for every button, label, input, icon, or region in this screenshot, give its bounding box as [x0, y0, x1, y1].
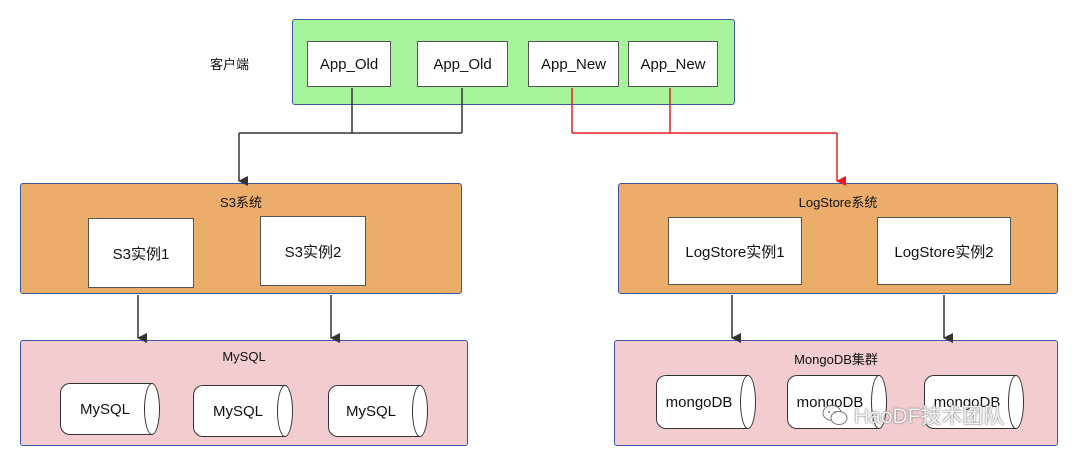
mysql-node-2-label: MySQL	[212, 402, 263, 420]
watermark: HaoDF技术团队	[822, 400, 1005, 430]
mongodb-node-3-label: mongoDB	[933, 393, 1001, 411]
client-label: 客户端	[210, 57, 250, 72]
logstore-instance-1: LogStore实例1	[668, 217, 802, 285]
app-new-1: App_New	[528, 41, 619, 87]
mongodb-node-3: mongoDB	[924, 375, 1024, 429]
mysql-node-1: MySQL	[60, 383, 160, 435]
s3-instance-1: S3实例1	[88, 218, 194, 288]
s3-system-title: S3系统	[220, 195, 262, 210]
mysql-group-title: MySQL	[222, 349, 266, 364]
app-old-2: App_Old	[417, 41, 508, 87]
s3-instance-2: S3实例2	[260, 216, 366, 286]
watermark-text: HaoDF技术团队	[854, 405, 1005, 428]
mysql-node-3: MySQL	[328, 385, 428, 437]
mongodb-node-2-label: mongoDB	[796, 393, 864, 411]
mysql-node-2: MySQL	[193, 385, 293, 437]
mongodb-group-title: MongoDB集群	[794, 352, 878, 367]
old-apps-to-s3-arrow	[238, 88, 463, 186]
mongodb-node-1: mongoDB	[656, 375, 756, 429]
new-apps-to-logstore-arrow	[571, 88, 846, 186]
logstore-instance-2: LogStore实例2	[877, 217, 1011, 285]
logstore-system-title: LogStore系统	[798, 195, 878, 210]
mysql-node-3-label: MySQL	[345, 402, 396, 420]
app-old-1: App_Old	[307, 41, 391, 87]
app-new-2: App_New	[628, 41, 718, 87]
mysql-node-1-label: MySQL	[79, 400, 130, 418]
wechat-icon	[822, 405, 848, 425]
mongodb-node-1-label: mongoDB	[665, 393, 733, 411]
